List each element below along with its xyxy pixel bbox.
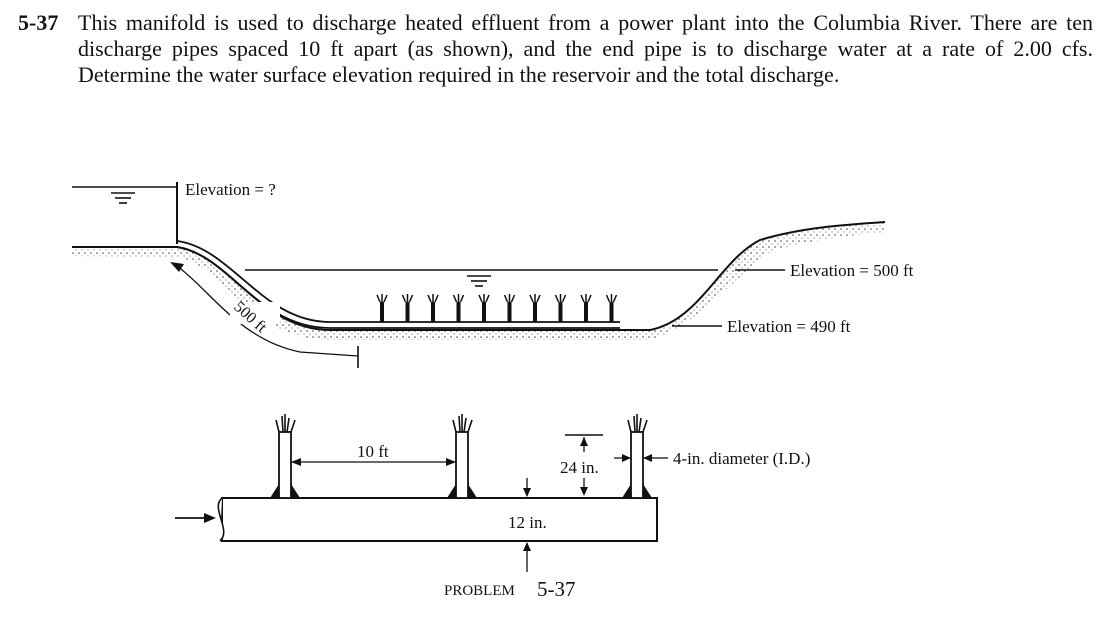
caption-prefix: PROBLEM — [444, 583, 515, 599]
problem-number: 5-37 — [18, 10, 59, 35]
riser-height-label: 24 in. — [560, 458, 599, 477]
bed-elevation-label: Elevation = 490 ft — [727, 317, 851, 336]
riser-2 — [447, 414, 477, 499]
riser-diameter-arrowhead-right — [643, 454, 652, 462]
manifold-break-line — [217, 497, 225, 542]
riser-diameter-arrowhead-left — [622, 454, 631, 462]
inflow-arrowhead — [204, 513, 216, 523]
supply-pipe-top — [176, 240, 620, 323]
river-elevation-label: Elevation = 500 ft — [790, 261, 914, 280]
reservoir-water-symbol — [111, 192, 135, 204]
spacing-arrow-left — [291, 458, 301, 466]
lower-diagram: 10 ft 24 in. 4-in. diameter (I.D.) 12 in… — [175, 414, 810, 601]
discharge-risers — [376, 294, 618, 322]
discharge-riser — [427, 294, 439, 322]
riser-diameter-label: 4-in. diameter (I.D.) — [673, 449, 810, 468]
supply-pipe-bottom — [176, 246, 620, 329]
discharge-riser — [401, 294, 414, 322]
spacing-label: 10 ft — [357, 442, 389, 461]
manifold-diameter-arrow-down — [523, 488, 531, 497]
discharge-riser — [376, 294, 388, 322]
discharge-riser — [452, 294, 465, 322]
pipe-length-arrow — [170, 262, 184, 272]
discharge-riser — [529, 294, 541, 322]
caption-number: 5-37 — [537, 577, 576, 601]
river-water-symbol — [467, 275, 491, 287]
discharge-riser — [580, 294, 592, 322]
discharge-riser — [478, 294, 490, 322]
pipe-length-label-bg — [230, 302, 280, 324]
riser-3 — [622, 414, 652, 499]
reservoir-elevation-label: Elevation = ? — [185, 180, 276, 199]
problem-text: This manifold is used to discharge heate… — [78, 10, 1093, 87]
manifold-diameter-label: 12 in. — [508, 513, 547, 532]
problem-statement: 5-37 This manifold is used to discharge … — [18, 10, 1093, 88]
upper-diagram: Elevation = ? Elevation = 500 ft Elevati… — [72, 180, 914, 368]
manifold-diameter-arrow-up — [523, 542, 531, 551]
discharge-riser — [503, 294, 516, 322]
spacing-arrow-right — [446, 458, 456, 466]
discharge-riser — [605, 294, 618, 322]
riser-1 — [270, 414, 300, 499]
riser-height-arrow-down — [580, 487, 588, 496]
manifold-pipe — [221, 497, 658, 542]
riser-height-arrow-up — [580, 437, 588, 446]
discharge-riser — [554, 294, 567, 322]
